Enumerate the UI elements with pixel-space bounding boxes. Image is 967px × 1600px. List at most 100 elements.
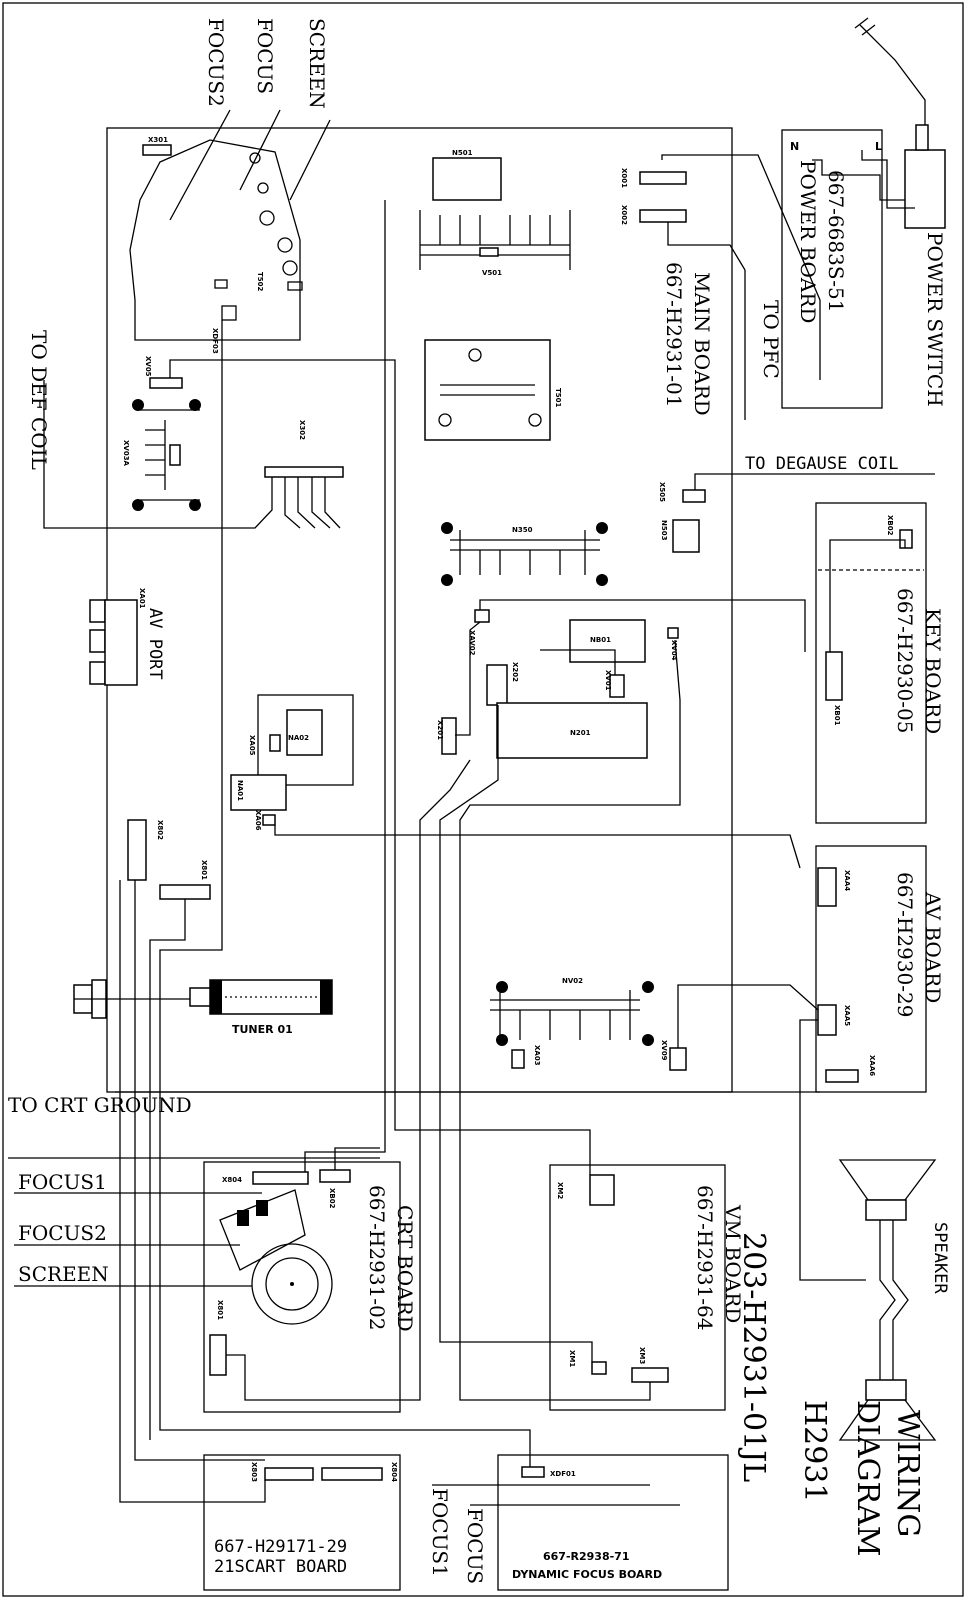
- top-focus-label: FOCUS: [253, 18, 277, 94]
- n350-label: N350: [512, 526, 533, 534]
- xv09-label: XV09: [660, 1040, 668, 1061]
- n350-heatsink: [441, 522, 608, 586]
- na02-label: NA02: [288, 734, 309, 742]
- wire-harness: [43, 150, 915, 1503]
- av-board-outline: [815, 845, 927, 1093]
- t501-transformer: [424, 339, 551, 441]
- nb01-chip: [569, 619, 646, 663]
- av-board-name: AV BOARD: [921, 891, 945, 1003]
- tuner-unit: [73, 979, 333, 1019]
- focus-board-name: DYNAMIC FOCUS BOARD: [512, 1568, 662, 1581]
- to-degause-coil-label: TO DEGAUSE COIL: [745, 454, 899, 474]
- power-board-outline: [781, 129, 883, 409]
- x301-label: X301: [148, 136, 168, 144]
- av-board-part: 667-H2930-29: [893, 872, 917, 1017]
- x302-label: X302: [298, 420, 306, 440]
- xv05-label: XV05: [144, 356, 152, 377]
- t501-label: T501: [554, 388, 562, 408]
- av-port-label: AV PORT: [145, 608, 165, 680]
- power-switch[interactable]: [904, 124, 946, 229]
- xa06-label: XA06: [254, 810, 262, 831]
- left-screen-label: SCREEN: [18, 1262, 109, 1286]
- crt-board-name: CRT BOARD: [393, 1205, 417, 1332]
- xb01-label: XB01: [833, 705, 841, 726]
- n201-chip: [496, 702, 648, 759]
- tuner-label: TUNER 01: [232, 1023, 293, 1036]
- xav02-label: XAV02: [468, 630, 476, 656]
- n503-chip: [672, 519, 700, 553]
- n501-label: N501: [452, 149, 473, 157]
- x505-label: X505: [658, 482, 666, 502]
- crt-xb02-label: XB02: [328, 1188, 336, 1209]
- x802-label: X802: [156, 820, 164, 840]
- power-board-name: POWER BOARD: [796, 160, 820, 323]
- diagram-model: H2931: [797, 1400, 832, 1503]
- xm3-label: XM3: [638, 1347, 646, 1364]
- v501-heatsink: [419, 210, 571, 270]
- n201-label: N201: [570, 729, 591, 737]
- mains-plug-cord: [859, 24, 926, 125]
- xdf03-label: XDF03: [211, 328, 219, 354]
- top-screen-label: SCREEN: [305, 18, 329, 109]
- scart-board-part: 667-H29171-29: [214, 1537, 347, 1557]
- xaa4-label: XAA4: [843, 870, 851, 891]
- xm1-label: XM1: [568, 1350, 576, 1367]
- x804-scart-label: X804: [390, 1462, 398, 1482]
- diagram-doc-number: 203-H2931-01JL: [736, 1232, 771, 1482]
- bottom-focus-label: FOCUS: [463, 1508, 487, 1584]
- t502-label: T502: [256, 272, 264, 292]
- xdf01-label: XDF01: [550, 1470, 576, 1478]
- xa05-label: XA05: [248, 735, 256, 756]
- x202-label: X202: [511, 662, 519, 682]
- power-l-label: L: [875, 140, 882, 153]
- na01-chip: [230, 774, 287, 811]
- crt-x801-label: X801: [216, 1300, 224, 1320]
- na01-label: NA01: [236, 780, 244, 801]
- scart-board-name: 21SCART BOARD: [214, 1557, 347, 1577]
- xm2-label: XM2: [556, 1182, 564, 1199]
- key-board-part: 667-H2930-05: [893, 588, 917, 733]
- vm-board-name: VM BOARD: [721, 1204, 745, 1323]
- to-pfc-label: TO PFC: [759, 300, 783, 379]
- left-focus2-label: FOCUS2: [18, 1221, 107, 1245]
- xb02-label: XB02: [886, 515, 894, 536]
- to-def-coil-label: TO DEF COIL: [27, 330, 51, 470]
- top-focus2-label: FOCUS2: [204, 18, 228, 107]
- speaker: [838, 1159, 937, 1441]
- crt-board-outline: [203, 1161, 401, 1413]
- bottom-focus1-label: FOCUS1: [428, 1488, 452, 1577]
- main-board-name: MAIN BOARD: [690, 272, 714, 416]
- left-focus1-label: FOCUS1: [18, 1170, 107, 1194]
- power-board-part: 667-6683S-51: [824, 170, 848, 312]
- n503-label: N503: [660, 520, 668, 541]
- nb01-label: NB01: [590, 636, 611, 644]
- focus-board-part: 667-R2938-71: [543, 1550, 630, 1563]
- xaa6-label: XAA6: [868, 1055, 876, 1076]
- xv04-label: XV04: [670, 640, 678, 661]
- key-board-name: KEY BOARD: [921, 608, 945, 734]
- diagram-title-line1: WIRING: [890, 1410, 925, 1537]
- crt-socket: [219, 1189, 333, 1325]
- x804-label: X804: [222, 1176, 242, 1184]
- xa01-label: XA01: [138, 588, 146, 609]
- x803-label: X803: [250, 1462, 258, 1482]
- x201-label: X201: [436, 720, 444, 740]
- power-switch-label: POWER SWITCH: [923, 232, 947, 407]
- v501-label: V501: [482, 269, 502, 277]
- x801-label: X801: [200, 860, 208, 880]
- xv03a-assembly: [132, 399, 201, 511]
- x001-label: X001: [620, 168, 628, 188]
- main-board-part: 667-H2931-01: [662, 262, 686, 407]
- diagram-title-line2: DIAGRAM: [850, 1400, 885, 1557]
- to-crt-label: TO CRT GROUND: [8, 1093, 192, 1117]
- vm-board-part: 667-H2931-64: [693, 1185, 717, 1330]
- xa03-label: XA03: [533, 1045, 541, 1066]
- focus-board-outline: [497, 1454, 729, 1591]
- flyback-t502-outline: [129, 139, 301, 341]
- x002-label: X002: [620, 205, 628, 225]
- xv03a-label: XV03A: [122, 440, 130, 467]
- scart-board-outline: [203, 1454, 401, 1591]
